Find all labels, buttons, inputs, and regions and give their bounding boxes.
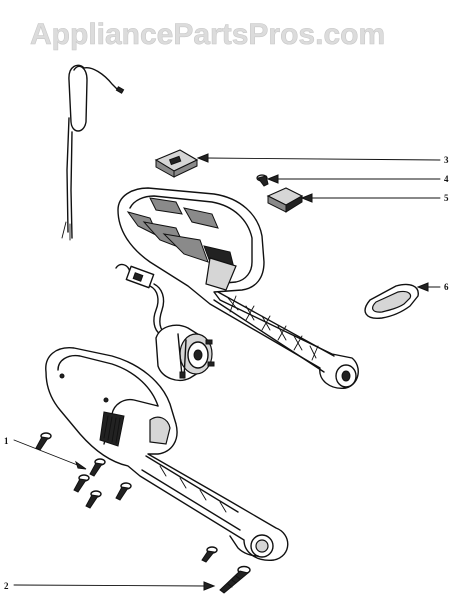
callout-4: 4 xyxy=(444,174,449,184)
callout-2: 2 xyxy=(4,581,9,591)
part-4-screw xyxy=(256,174,269,187)
callout-1: 1 xyxy=(4,436,9,446)
screw xyxy=(73,474,90,493)
screw xyxy=(35,432,52,451)
screw-long xyxy=(219,565,251,594)
screw xyxy=(85,490,102,509)
motor xyxy=(155,324,215,382)
lower-housing-front-half xyxy=(45,347,289,561)
screw xyxy=(89,458,106,477)
part-3-switch-block xyxy=(154,149,199,178)
screw xyxy=(201,546,218,563)
callout-3: 3 xyxy=(444,155,449,165)
upper-housing-rear-half xyxy=(117,187,359,389)
wire-harness xyxy=(115,263,167,335)
callout-5: 5 xyxy=(444,193,449,203)
part-5-switch-button xyxy=(266,187,304,213)
watermark-text: AppliancePartsPros.com xyxy=(30,18,385,51)
screw xyxy=(115,482,132,501)
part-6-grip-plate xyxy=(364,283,419,319)
callout-6: 6 xyxy=(444,282,449,292)
power-cord-assembly xyxy=(61,64,125,241)
callout-leaders xyxy=(13,153,441,591)
screws-group xyxy=(35,432,251,594)
